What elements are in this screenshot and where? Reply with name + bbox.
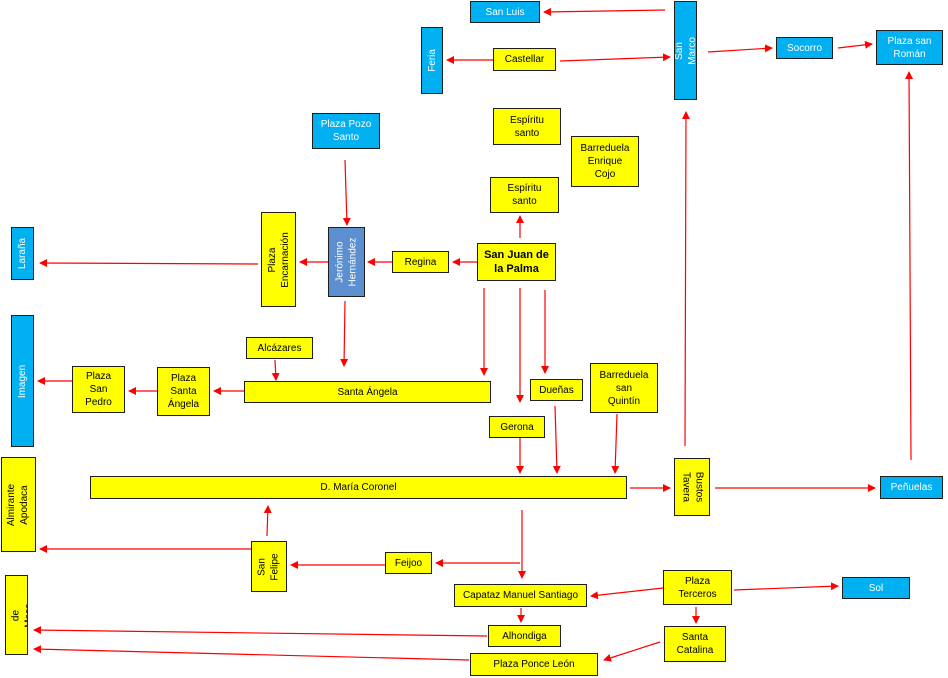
node-socorro: Socorro — [776, 37, 833, 59]
node-espiritu-santo-top: Espíritu santo — [493, 108, 561, 145]
node-bustos-tavera: Bustos Tavera — [674, 458, 710, 516]
arrow-terceros-to-capataz — [590, 587, 664, 600]
arrow-alcazares-to-santa-angela — [271, 359, 280, 381]
node-plaza-santa-angela: Plaza Santa Ángela — [157, 367, 210, 416]
node-san-luis: San Luis — [470, 1, 540, 23]
node-regina: Regina — [392, 251, 449, 273]
node-espiritu-santo: Espíritu santo — [490, 177, 559, 213]
arrow-pozo-santo-to-jeronimo — [342, 159, 351, 226]
arrow-san-felipe-to-coronel — [263, 505, 272, 537]
arrow-san-marco-to-socorro — [707, 44, 773, 53]
arrow-santa-catalina-to-ponce-leon — [603, 641, 661, 662]
arrow-encarnacion-to-larana — [39, 259, 259, 268]
arrow-terceros-to-sol — [733, 582, 839, 591]
node-plaza-san-pedro: Plaza San Pedro — [72, 366, 125, 413]
node-d-maria-coronel: D. María Coronel — [90, 476, 627, 499]
arrow-san-quintin-to-coronel — [611, 413, 620, 474]
node-feria: Feria — [421, 27, 443, 94]
node-castellar: Castellar — [493, 48, 556, 71]
node-plaza-ponce-leon: Plaza Ponce León — [470, 653, 598, 676]
node-plaza-terceros: Plaza Terceros — [663, 570, 732, 605]
node-duenas: Dueñas — [530, 379, 583, 401]
node-capataz-manuel-santiago: Capataz Manuel Santiago — [454, 584, 587, 607]
arrow-penuelas-to-san-roman — [905, 71, 914, 461]
node-barreduela-san-quintin: Barreduela san Quintín — [590, 363, 658, 413]
node-juan-de-mesa: Juan de Mesa — [5, 575, 28, 655]
arrow-ponce-leon-to-juan-de-mesa — [33, 645, 470, 661]
node-penuelas: Peñuelas — [880, 476, 943, 499]
node-san-felipe: San Felipe — [251, 541, 287, 592]
arrow-jeronimo-to-santa-angela — [340, 300, 349, 367]
node-san-marco: San Marco — [674, 1, 697, 100]
node-almirante-apodaca: Almirante Apodaca — [1, 457, 36, 552]
node-barreduela-enrique-cojo: Barreduela Enrique Cojo — [571, 136, 639, 187]
node-imagen: Imagen — [11, 315, 34, 447]
arrow-alhondiga-to-juan-de-mesa — [33, 626, 488, 637]
node-santa-angela: Santa Ángela — [244, 381, 491, 403]
node-santa-catalina: Santa Catalina — [664, 626, 726, 662]
node-plaza-pozo-santo: Plaza Pozo Santo — [312, 113, 380, 149]
arrow-socorro-to-san-roman — [837, 40, 873, 49]
node-feijoo: Feijoo — [385, 552, 432, 574]
node-plaza-san-roman: Plaza san Román — [876, 30, 943, 65]
node-alcazares: Alcázares — [246, 337, 313, 359]
node-larana: Laraña — [11, 227, 34, 280]
node-jeronimo-hernandez: Jerónimo Hernández — [328, 227, 365, 297]
node-plaza-encarnacion: Plaza Encarnación — [261, 212, 296, 307]
arrow-duenas-to-coronel — [552, 405, 561, 474]
node-sol: Sol — [842, 577, 910, 599]
arrow-castellar-to-san-marco — [559, 53, 671, 62]
arrow-bustos-to-san-marco — [681, 111, 690, 447]
arrow-san-marco-to-san-luis — [543, 7, 666, 16]
node-alhondiga: Alhondiga — [488, 625, 561, 647]
node-gerona: Gerona — [489, 416, 545, 438]
node-san-juan-de-la-palma: San Juan de la Palma — [477, 243, 556, 281]
